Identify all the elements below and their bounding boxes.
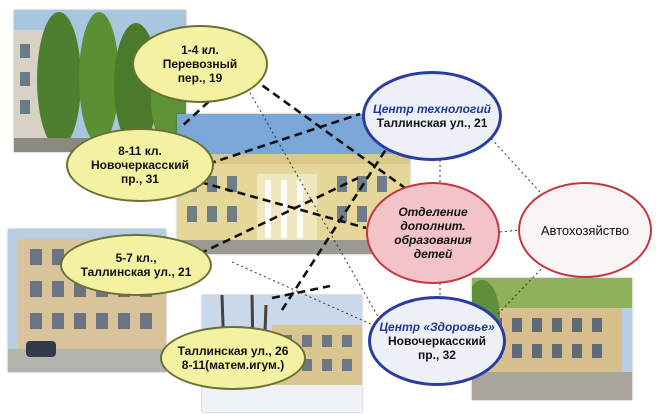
health-center-title: Центр «Здоровье»: [379, 320, 495, 334]
extra-education-line3: образования: [394, 233, 472, 247]
school-tallinn26-address: Таллинская ул., 26: [177, 344, 289, 358]
extra-education-line2: дополнит.: [400, 219, 466, 233]
health-center-node: Центр «Здоровье» Новочеркасский пр., 32: [368, 296, 506, 386]
school-8-11-grades: 8-11 кл.: [118, 144, 162, 158]
health-center-street: Новочеркасский: [387, 334, 486, 348]
tech-center-node: Центр технологий Таллинская ул., 21: [362, 71, 502, 161]
health-center-number: пр., 32: [418, 348, 456, 362]
tech-center-address: Таллинская ул., 21: [376, 116, 488, 130]
school-1-4-number: пер., 19: [177, 71, 223, 85]
tech-center-title: Центр технологий: [373, 102, 491, 116]
school-1-4-node: 1-4 кл. Перевозный пер., 19: [132, 25, 268, 103]
extra-education-node: Отделение дополнит. образования детей: [366, 182, 500, 284]
school-tallinn26-node: Таллинская ул., 26 8-11(матем.игум.): [160, 326, 306, 390]
school-1-4-street: Перевозный: [162, 57, 238, 71]
school-8-11-number: пр., 31: [121, 172, 159, 186]
school-5-7-address: Таллинская ул., 21: [80, 265, 192, 279]
school-1-4-grades: 1-4 кл.: [181, 43, 219, 57]
school-tallinn26-grades: 8-11(матем.игум.): [181, 358, 285, 372]
school-8-11-street: Новочеркасский: [90, 158, 189, 172]
auto-service-node: Автохозяйство: [518, 182, 652, 278]
extra-education-line1: Отделение: [398, 205, 468, 219]
school-5-7-node: 5-7 кл., Таллинская ул., 21: [60, 234, 212, 296]
school-5-7-grades: 5-7 кл.,: [115, 251, 157, 265]
auto-service-label: Автохозяйство: [540, 222, 630, 238]
school-8-11-node: 8-11 кл. Новочеркасский пр., 31: [66, 128, 214, 202]
extra-education-line4: детей: [413, 247, 453, 261]
